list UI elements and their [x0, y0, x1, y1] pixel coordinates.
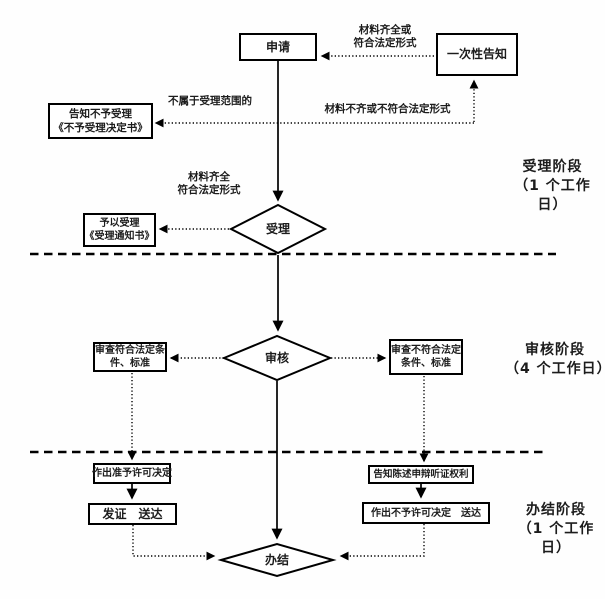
reject-notice-line2: 《不予受理决定书》 — [53, 122, 148, 134]
notify-rights-box: 告知陈述申辩听证权利 — [368, 465, 474, 484]
edge-label-incomplete: 材料不齐或不符合法定形式 — [324, 103, 451, 115]
review-diamond-label: 审核 — [264, 351, 289, 365]
edge-label-complete-or-legal: 材料齐全或 符合法定形式 — [353, 24, 417, 49]
apply-label: 申请 — [265, 39, 290, 54]
stage-divider-lines — [30, 252, 556, 454]
solid-flow-arrows — [126, 61, 427, 540]
review-pass-box: 审查符合法定条 件、标准 — [93, 342, 167, 372]
notify-rights-label: 告知陈述申辩听证权利 — [373, 468, 469, 480]
apply-box: 申请 — [239, 33, 317, 61]
review-fail-line1: 审查不符合法定 — [391, 345, 461, 356]
grant-decision-box: 作出准予许可决定 — [92, 463, 172, 484]
review-fail-box: 审查不符合法定 条件、标准 — [389, 339, 463, 375]
stage-label-closing: 办结阶段 （1 个工作 日） — [517, 502, 595, 556]
dotted-flow-arrows — [127, 51, 479, 561]
accept-notice-box: 予以受理 《受理通知书》 — [83, 213, 156, 247]
deny-deliver-box: 作出不予许可决定 送达 — [362, 502, 490, 524]
one-time-notice-box: 一次性告知 — [436, 33, 518, 76]
edge-label-complete: 材料齐全 符合法定形式 — [177, 171, 241, 196]
grant-decision-label: 作出准予许可决定 — [92, 468, 172, 479]
close-diamond-label: 办结 — [264, 553, 289, 567]
decision-diamond-shapes — [217, 203, 337, 578]
accept-diamond-label: 受理 — [265, 222, 290, 236]
stage-label-review: 审核阶段 （4 个工作日） — [505, 342, 605, 377]
one-time-notice-label: 一次性告知 — [446, 47, 507, 61]
reject-notice-line1: 告知不予受理 — [69, 108, 132, 120]
issue-deliver-label: 发证 送达 — [102, 506, 163, 521]
review-pass-line1: 审查符合法定条 — [95, 345, 165, 356]
issue-deliver-box: 发证 送达 — [88, 503, 177, 525]
accept-notice-line2: 《受理通知书》 — [84, 231, 155, 242]
review-pass-line2: 件、标准 — [110, 358, 150, 369]
reject-notice-box: 告知不予受理 《不予受理决定书》 — [48, 103, 153, 139]
edge-label-not-in-scope: 不属于受理范围的 — [168, 95, 252, 107]
accept-notice-line1: 予以受理 — [99, 218, 140, 229]
stage-label-acceptance: 受理阶段 （1 个工作 日） — [514, 159, 591, 213]
review-fail-line2: 条件、标准 — [401, 358, 451, 369]
deny-deliver-label: 作出不予许可决定 送达 — [371, 507, 481, 519]
